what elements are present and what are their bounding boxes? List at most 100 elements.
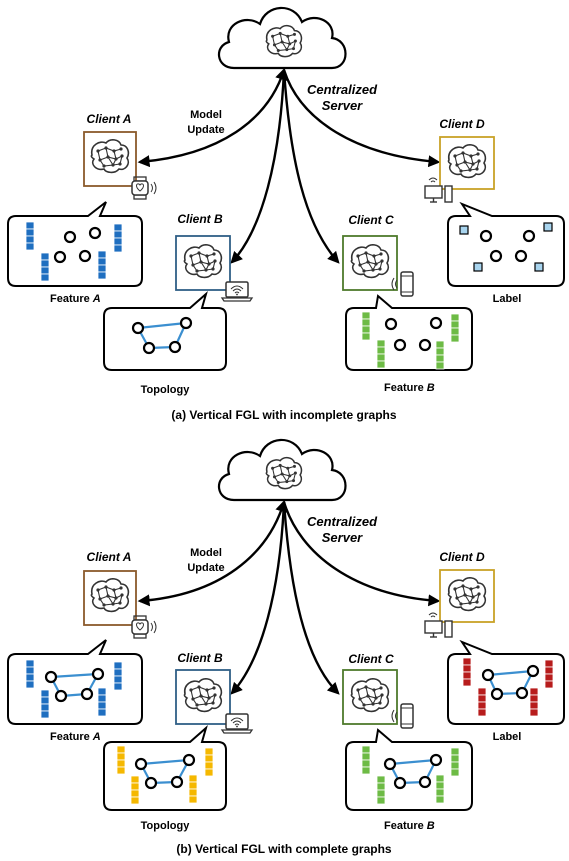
feature-b-caption: Feature B [384,820,435,832]
label-stack [477,687,487,717]
graph-node [142,341,156,355]
arrow-client-b [230,69,286,264]
graph-node [78,249,92,263]
panel-a: Centralized Server Model Update Client A… [7,8,565,422]
label-square [459,225,469,235]
feature-a-stack [113,661,123,691]
server-label-line2: Server [322,98,363,113]
laptop-icon [221,713,253,734]
client-a-label: Client A [87,112,132,126]
graph-node [481,668,495,682]
model-update-label-line1: Model [190,547,222,559]
graph-node [515,686,529,700]
feature-a-stack [113,223,123,253]
arrow-client-a [137,499,287,607]
server-label-line1: Centralized [307,514,378,529]
client-c-label: Client C [348,213,394,227]
feature-a-stack [40,689,50,719]
graph-node [479,229,493,243]
graph-node [44,670,58,684]
topology-bubble [103,291,227,371]
topology-stack [204,747,214,777]
feature-b-stack [450,313,460,343]
server-label-line1: Centralized [307,82,378,97]
graph-node [179,316,193,330]
arrow-client-c [282,69,340,264]
graph-node [131,321,145,335]
graph-node [53,250,67,264]
label-bubble [447,201,565,287]
feature-b-stack [435,340,445,370]
topology-stack [130,775,140,805]
graph-node [63,230,77,244]
graph-node [80,687,94,701]
graph-node [144,776,158,790]
feature-a-stack [25,659,35,689]
graph-node [54,689,68,703]
feature-b-stack [435,774,445,804]
model-update-label-line2: Update [187,562,224,574]
server-label-line2: Server [322,530,363,545]
model-update-label-line1: Model [190,109,222,121]
label-caption: Label [493,293,522,305]
client-b-label: Client B [177,651,223,665]
caption-b: (b) Vertical FGL with complete graphs [176,842,391,856]
smartwatch-icon [131,176,157,200]
feature-a-stack [97,250,107,280]
feature-b-stack [361,311,371,341]
client-a-label: Client A [87,550,132,564]
graph-node [384,317,398,331]
caption-a: (a) Vertical FGL with incomplete graphs [171,408,396,422]
graph-node [170,775,184,789]
feature-b-stack [376,339,386,369]
graph-node [383,757,397,771]
graph-node [91,667,105,681]
graph-node [168,340,182,354]
laptop-icon [221,281,253,302]
server-cloud-icon [219,8,346,68]
feature-b-stack [376,775,386,805]
feature-a-caption: Feature A [50,731,101,743]
topology-caption: Topology [141,820,191,832]
feature-a-caption: Feature A [50,293,101,305]
label-stack [529,687,539,717]
feature-b-stack [450,747,460,777]
graph-node [393,338,407,352]
arrows [137,67,441,264]
label-square [543,222,553,232]
graph-node [514,249,528,263]
graph-node [429,316,443,330]
feature-a-stack [40,252,50,282]
label-caption: Label [493,731,522,743]
model-update-label-line2: Update [187,124,224,136]
graph-node [490,687,504,701]
graph-node [429,753,443,767]
server-cloud-icon [219,440,346,500]
topology-caption: Topology [141,384,191,396]
graph-node [134,757,148,771]
graph-node [489,249,503,263]
label-square [473,262,483,272]
graph-node [88,226,102,240]
arrows [137,499,441,695]
smartwatch-icon [131,615,157,639]
label-stack [462,657,472,687]
arrow-client-d [282,69,441,168]
topology-stack [188,774,198,804]
feature-b-caption: Feature B [384,382,435,394]
client-d-label: Client D [439,117,485,131]
feature-a-stack [25,221,35,251]
panel-b: Centralized Server Model Update Client A [7,440,565,856]
graph-node [418,775,432,789]
graph-node [522,229,536,243]
arrow-client-a [137,67,287,168]
graph-node [182,753,196,767]
feature-a-stack [97,687,107,717]
topology-stack [116,745,126,775]
client-b-label: Client B [177,212,223,226]
client-c-label: Client C [348,652,394,666]
label-square [534,262,544,272]
arrow-client-c [282,501,340,695]
label-stack [544,659,554,689]
